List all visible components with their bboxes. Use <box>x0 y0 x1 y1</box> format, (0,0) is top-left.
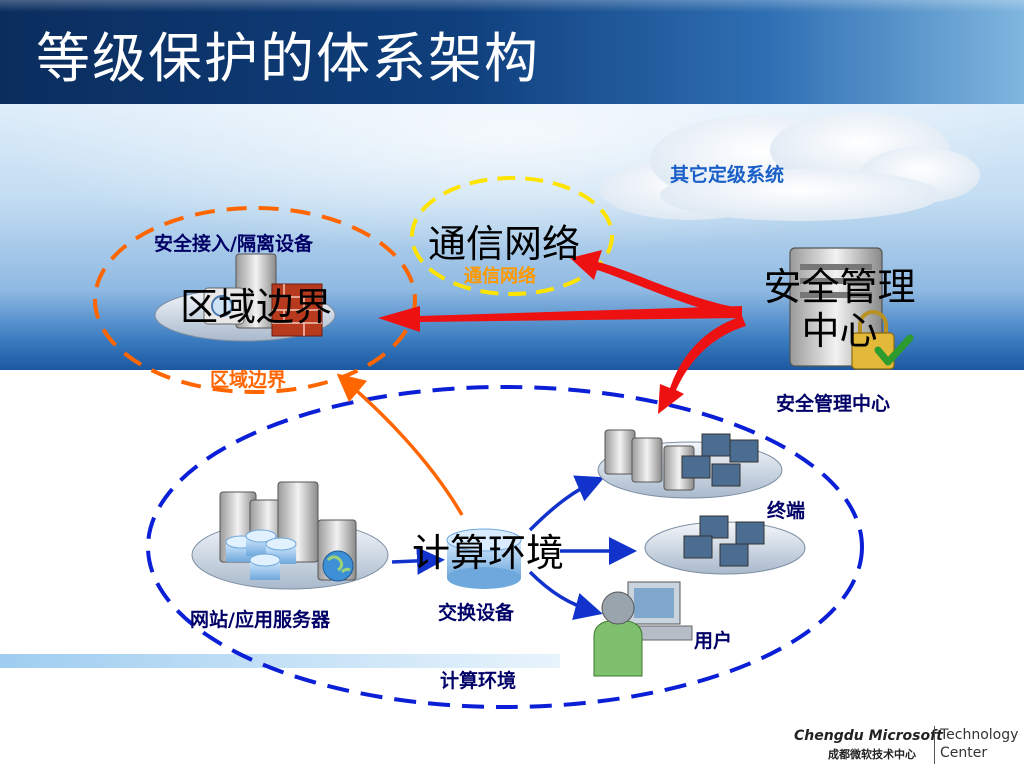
title-bar <box>0 0 1024 104</box>
user-label: 用户 <box>694 630 733 652</box>
terminal-label: 终端 <box>767 500 806 522</box>
user-icon <box>593 581 693 677</box>
blue-arrow-to-terminal-top <box>528 475 605 532</box>
blue-arrow-to-user <box>528 570 603 621</box>
computing-environment-ellipse <box>146 385 864 709</box>
boundary-ellipse <box>93 206 417 394</box>
page-title: 等级保护的体系架构 <box>36 27 540 90</box>
red-arrow-to-network <box>570 250 742 318</box>
blue-arrow-server-to-switch <box>391 546 445 575</box>
logo-divider <box>934 726 935 764</box>
network-caption: 通信网络 <box>464 266 536 287</box>
logo-main-text: Chengdu Microsoft <box>794 728 943 744</box>
security-center-title: 安全管理中心 <box>763 265 916 353</box>
logo-sub-text: 成都微软技术中心 <box>828 748 916 761</box>
terminal-group-middle-icon <box>644 515 806 575</box>
server-cluster-icon <box>191 481 389 590</box>
access-device-label: 安全接入/隔离设备 <box>154 233 313 255</box>
other-systems-label: 其它定级系统 <box>670 164 785 186</box>
cloud-icon <box>600 112 980 221</box>
switch-device-label: 交换设备 <box>438 602 515 624</box>
security-center-caption: 安全管理中心 <box>776 393 891 415</box>
checkmark-icon <box>874 334 914 366</box>
orange-arrow-to-boundary <box>336 373 464 516</box>
network-ellipse <box>410 176 614 296</box>
bottom-stripe <box>0 654 560 668</box>
boundary-title: 区域边界 <box>180 285 333 329</box>
boundary-caption: 区域边界 <box>210 369 287 391</box>
server-label: 网站/应用服务器 <box>190 609 330 631</box>
logo-tech-line1: Technology <box>940 727 1019 743</box>
computing-environment-title: 计算环境 <box>412 531 565 575</box>
switch-device-icon <box>446 528 522 589</box>
terminal-group-top-icon <box>597 429 783 499</box>
computing-environment-caption: 计算环境 <box>440 670 517 692</box>
title-bar-highlight <box>0 0 1024 12</box>
logo-tech-line2: Center <box>940 745 988 761</box>
boundary-device-icon <box>154 253 336 342</box>
database-disk-icon <box>225 529 297 580</box>
red-arrow-to-boundary <box>378 306 742 332</box>
company-logo: Chengdu Microsoft 成都微软技术中心 Technology Ce… <box>794 724 1020 768</box>
globe-icon <box>322 550 354 582</box>
red-arrow-to-computing <box>658 316 746 414</box>
network-title: 通信网络 <box>428 222 581 266</box>
